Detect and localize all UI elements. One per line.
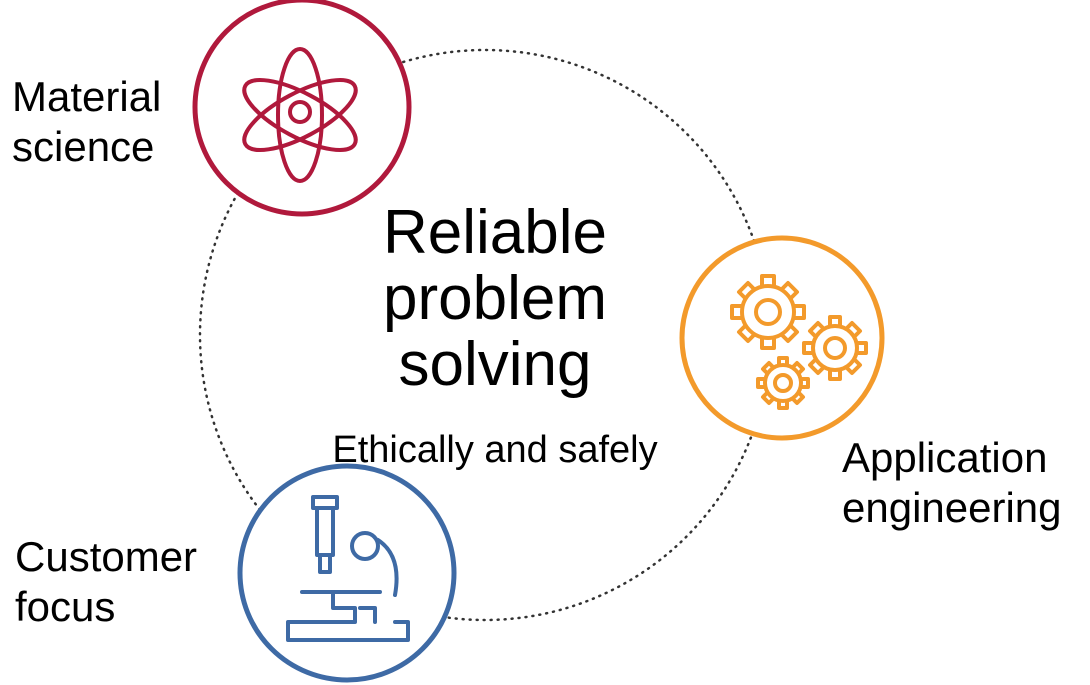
gears-icon	[730, 274, 868, 410]
application-engineering-label-line-2: engineering	[842, 484, 1062, 531]
center-title: Reliable problem solving	[330, 200, 660, 398]
material-science-label-line-1: Material	[12, 73, 162, 120]
center-title-line-1: Reliable	[382, 198, 608, 267]
customer-focus-node	[237, 463, 457, 683]
application-engineering-circle	[679, 235, 885, 441]
material-science-circle	[192, 0, 412, 217]
material-science-node	[192, 0, 412, 217]
material-science-label: Material science	[12, 72, 161, 172]
center-subtitle: Ethically and safely	[332, 429, 658, 471]
microscope-icon	[286, 495, 410, 642]
center-title-line-3: solving	[398, 330, 592, 399]
material-science-label-line-2: science	[12, 123, 155, 170]
atom-icon	[242, 47, 358, 183]
center-title-line-2: problem	[383, 264, 607, 333]
customer-focus-label-line-1: Customer	[15, 533, 198, 580]
application-engineering-label: Application engineering	[842, 433, 1062, 533]
application-engineering-label-line-1: Application	[842, 434, 1048, 481]
application-engineering-node	[679, 235, 885, 441]
customer-focus-label: Customer focus	[15, 532, 197, 632]
customer-focus-label-line-2: focus	[15, 583, 116, 630]
customer-focus-circle	[237, 463, 457, 683]
